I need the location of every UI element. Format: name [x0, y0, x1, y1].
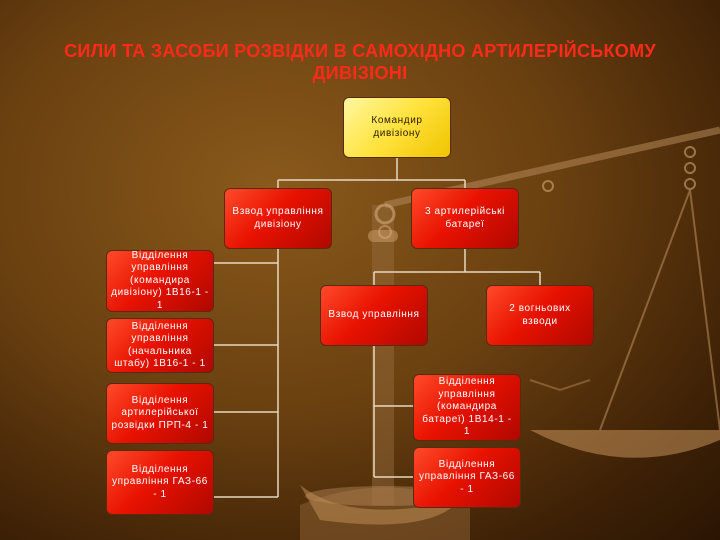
- node-commander: Командир дивізіону: [343, 97, 451, 158]
- node-section-recon: Відділення артилерійської розвідки ПРП-4…: [106, 383, 214, 444]
- node-batteries: 3 артилерійські батареї: [411, 188, 519, 249]
- node-battery-control-platoon: Взвод управління: [320, 285, 428, 346]
- node-section-commander: Відділення управління (командира дивізіо…: [106, 250, 214, 312]
- node-control-platoon: Взвод управління дивізіону: [224, 188, 332, 249]
- node-fire-platoons: 2 вогньових взводи: [486, 285, 594, 346]
- node-battery-section-gaz: Відділення управління ГАЗ-66 - 1: [413, 447, 521, 508]
- node-section-staff: Відділення управління (начальника штабу)…: [106, 318, 214, 373]
- page-title: СИЛИ ТА ЗАСОБИ РОЗВІДКИ В САМОХІДНО АРТИ…: [64, 41, 656, 83]
- node-battery-section-commander: Відділення управління (командира батареї…: [413, 374, 521, 441]
- node-section-gaz-left: Відділення управління ГАЗ-66 - 1: [106, 450, 214, 515]
